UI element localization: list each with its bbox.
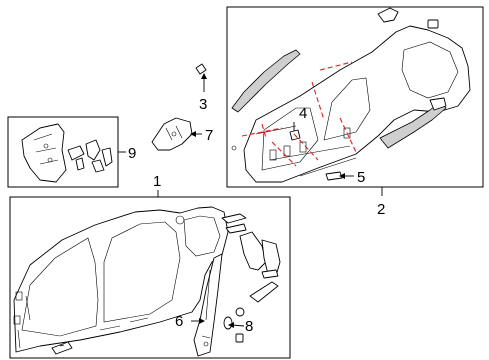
cut-line-2	[271, 141, 297, 167]
clip-3[interactable]	[195, 63, 207, 75]
hinge-reinforcement[interactable]	[67, 145, 85, 161]
front-door-opening	[21, 237, 99, 337]
callout-5: 5	[357, 169, 365, 186]
callout-8: 8	[245, 318, 253, 335]
roof-rail-molding[interactable]	[231, 49, 301, 113]
rear-door-opening	[103, 221, 181, 323]
hinge-bracket[interactable]	[85, 139, 101, 161]
leader-lines	[118, 73, 383, 328]
plug[interactable]	[223, 316, 233, 330]
callout-4: 4	[299, 105, 307, 122]
callout-6: 6	[175, 313, 183, 330]
callout-3: 3	[199, 96, 207, 113]
outer-side-panel[interactable]	[13, 206, 229, 353]
box-1-outer-side-panel	[9, 196, 291, 359]
wheelhouse-reinforcement[interactable]	[239, 231, 267, 271]
roof-bracket[interactable]	[377, 7, 399, 23]
rear-brace[interactable]	[379, 101, 447, 149]
quarter-bracket-upper[interactable]	[221, 213, 247, 224]
fastener[interactable]	[325, 171, 343, 181]
box-9-hinge-pillar-group	[7, 116, 119, 188]
callout-7: 7	[205, 127, 213, 144]
cut-line-5	[311, 81, 325, 121]
callout-1: 1	[153, 173, 161, 190]
cut-line-6	[339, 117, 357, 153]
b-pillar-reinforcement[interactable]	[193, 253, 223, 357]
box-2-inner-side-panel	[226, 6, 484, 188]
hinge-pillar[interactable]	[21, 123, 67, 183]
cut-line-1	[241, 127, 283, 137]
quarter-bracket-mid[interactable]	[225, 223, 247, 234]
cut-line-7	[261, 123, 267, 139]
lower-quarter-brace[interactable]	[249, 281, 279, 303]
callout-2: 2	[377, 201, 385, 218]
rocker-bracket[interactable]	[51, 341, 73, 355]
inner-side-panel[interactable]	[243, 25, 471, 183]
callout-9: 9	[128, 145, 136, 162]
cut-line-4	[319, 61, 353, 71]
cut-line-3	[293, 133, 319, 161]
